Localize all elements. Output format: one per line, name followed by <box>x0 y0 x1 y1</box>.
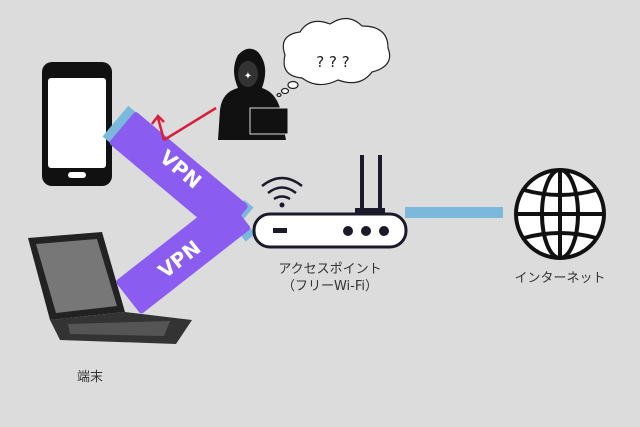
vpn-tunnel-bottom: VPN <box>116 196 256 314</box>
access-point-label: アクセスポイント （フリーWi-Fi） <box>278 261 381 295</box>
laptop-icon <box>28 232 192 344</box>
smartphone-icon <box>42 62 112 186</box>
device-label: 端末 <box>76 370 104 385</box>
attack-arrow <box>151 106 217 142</box>
free-wifi-label: （フリーWi-Fi） <box>281 279 379 294</box>
svg-text:✦: ✦ <box>244 71 252 82</box>
wifi-icon <box>261 176 303 208</box>
access-point-title: アクセスポイント <box>278 262 382 277</box>
router-icon <box>252 155 408 249</box>
thought-text: ? ? ? <box>316 53 349 71</box>
internet-label: インターネット <box>514 271 606 286</box>
thought-bubble <box>276 17 391 98</box>
hacker-icon: ✦ <box>218 48 289 141</box>
internet-link <box>405 207 503 218</box>
globe-icon <box>514 168 606 260</box>
